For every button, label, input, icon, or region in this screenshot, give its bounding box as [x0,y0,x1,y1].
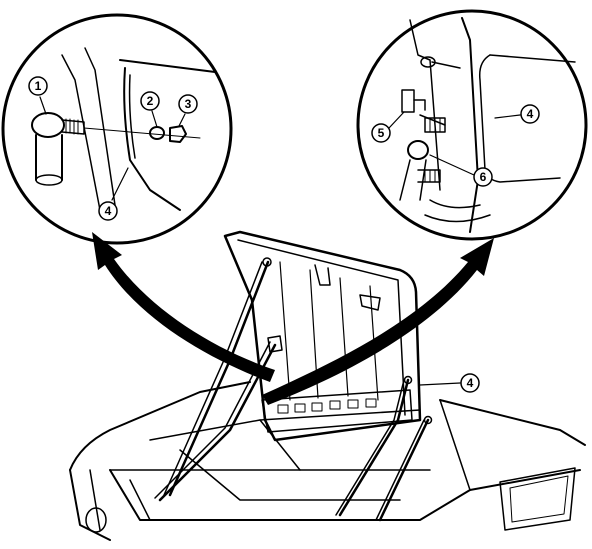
main-vehicle-view: 4 [69,230,586,541]
callout-4-left: 4 [98,201,118,221]
arrow-to-right-detail [262,238,494,405]
callout-2: 2 [140,91,160,111]
arrow-to-left-detail [92,232,275,382]
callout-4-main: 4 [460,373,480,393]
callout-1: 1 [28,76,48,96]
callout-6: 6 [473,167,493,187]
callout-3: 3 [178,94,198,114]
right-detail-view: 4 5 6 [356,9,588,241]
svg-text:4: 4 [527,107,534,121]
svg-text:2: 2 [147,94,154,108]
svg-text:3: 3 [185,97,192,111]
svg-text:4: 4 [105,204,112,218]
svg-text:1: 1 [35,79,42,93]
svg-text:5: 5 [378,126,385,140]
left-detail-view: 1 2 3 4 [1,13,233,245]
svg-text:4: 4 [467,376,474,390]
svg-text:6: 6 [480,170,487,184]
callout-4-right: 4 [520,104,540,124]
callout-5: 5 [371,123,391,143]
